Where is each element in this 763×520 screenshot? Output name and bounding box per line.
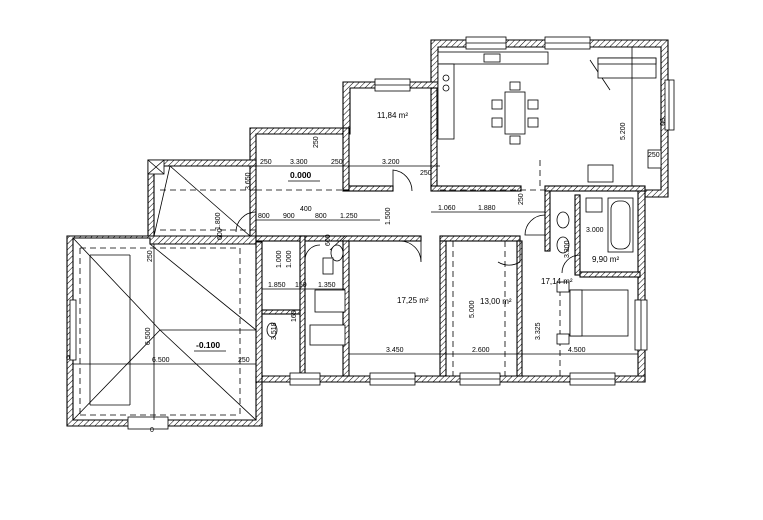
dining-table [491,81,539,145]
dim-label: 90 [658,118,665,126]
dim-label: 3.200 [382,159,400,166]
dim-label: 250 [147,250,154,262]
area-bathroom: 9,90 m² [592,255,619,264]
area-bedroom-1: 13,00 m² [480,297,512,306]
dim-label: 3.300 [290,159,308,166]
dim-label: 250 [518,193,525,205]
area-kitchen: 11,84 m² [377,111,408,120]
dim-label: 900 [283,213,295,220]
bathroom-fixtures [266,197,634,346]
garage-roof-lines [72,165,257,421]
dim-label: 800 [258,213,270,220]
dim-label: 6.500 [145,327,152,345]
area-living: 17,25 m² [397,296,429,305]
dim-label: 1.500 [385,207,392,225]
area-bedroom-2: 17,14 m² [541,277,573,286]
dim-label: 800 [315,213,327,220]
dim-label: 1.350 [318,282,336,289]
dim-label: 3.518 [271,322,278,340]
dashed-lines [79,160,561,416]
dim-label: 0 [150,427,154,434]
dim-label: 3.000 [586,227,604,234]
level-garage: -0.100 [196,340,220,350]
dim-label: 1.250 [340,213,358,220]
dim-label: 3.325 [535,322,542,340]
dim-label: 1.060 [438,205,456,212]
dim-label: 250 [648,152,660,159]
level-main: 0.000 [290,170,312,180]
dim-label: 250 [260,159,272,166]
interior-walls [255,87,646,377]
dim-label: 1.800 [215,212,222,230]
dim-label: 250 [420,170,432,177]
dim-label: 6.500 [152,357,170,364]
dim-label: 1.000 [286,250,293,268]
dim-label: 250 [313,136,320,148]
dim-label: 250 [238,357,250,364]
stairs-terrace [147,159,165,175]
dim-label: 3.300 [564,240,571,258]
dim-label: 5.200 [620,122,627,140]
dim-label: 150 [295,282,307,289]
windows [69,36,675,430]
dim-label: 1.000 [276,250,283,268]
dim-label: 3.650 [245,172,252,190]
dim-label: 1.880 [478,205,496,212]
sofa [587,57,662,183]
dim-label: 3.450 [386,347,404,354]
kitchen-counter [437,51,549,140]
dim-label: 1.850 [268,282,286,289]
dim-label: 5.000 [469,300,476,318]
dim-label: 250 [331,159,343,166]
dim-label: 4.500 [568,347,586,354]
dim-label: 0 [66,355,70,362]
dimension-labels: 250 3.300 250 3.200 250 250 3.650 1.800 … [66,118,665,434]
bed [556,281,629,345]
dim-label: 400 [300,206,312,213]
dim-label: 2.600 [472,347,490,354]
dim-label: 160 [291,310,298,322]
dimension-lines [73,47,638,420]
dim-label: 600 [325,234,332,246]
dim-label: 600 [217,228,224,240]
